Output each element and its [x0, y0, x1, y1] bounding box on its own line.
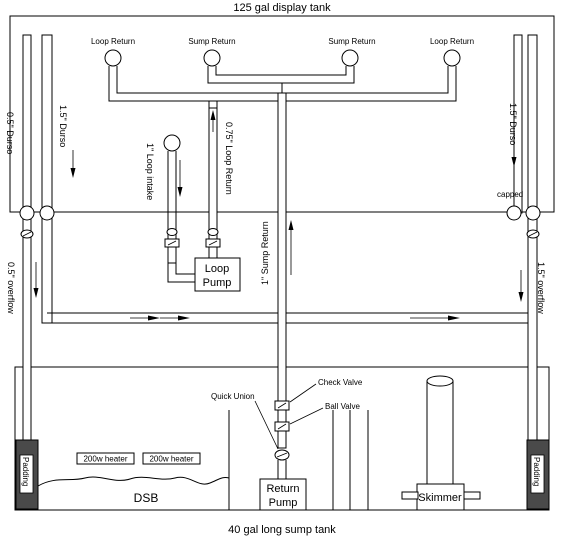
loop-return-label: Loop Return — [91, 37, 135, 46]
return-pump — [259, 478, 307, 511]
flow-arrow — [210, 110, 216, 120]
check-valve-leader — [289, 383, 317, 403]
loop-intake-label: 1" Loop intake — [145, 143, 155, 200]
return-nozzle — [443, 49, 461, 67]
overflow-15-label: 1.5" overflow — [536, 262, 546, 314]
loop-return-075-label: 0.75" Loop Return — [224, 122, 234, 195]
flow-arrow — [518, 292, 524, 302]
loop-pump-label: Pump — [203, 277, 232, 289]
heater-1 — [76, 452, 135, 465]
flow-arrow — [178, 315, 190, 321]
flow-arrow — [448, 315, 460, 321]
union-mark — [22, 231, 32, 237]
return-nozzle — [341, 49, 359, 67]
union-mark — [276, 452, 288, 458]
valve-mark — [208, 240, 218, 246]
padding-label-box — [19, 454, 34, 494]
return-nozzle — [203, 49, 221, 67]
check-valve-label: Check Valve — [318, 378, 363, 387]
flow-arrow — [511, 157, 517, 167]
sump-return-label: Sump Return — [188, 37, 235, 46]
valve-mark — [167, 240, 177, 246]
dsb-sand-line — [37, 476, 230, 487]
skimmer-top — [426, 375, 454, 387]
flow-arrow — [148, 315, 160, 321]
flow-arrow — [177, 187, 183, 197]
flow-arrow — [288, 220, 294, 230]
heater-2 — [142, 452, 201, 465]
bulkhead-fitting — [39, 205, 55, 221]
ball-valve-label: Ball Valve — [325, 402, 361, 411]
loop-intake-nozzle — [163, 134, 181, 152]
heater-2-label: 200w heater — [149, 455, 193, 464]
quick-union-leader — [254, 400, 279, 450]
overflow-05-label: 0.5" overflow — [6, 262, 16, 314]
skimmer-base-flange — [463, 491, 481, 500]
loop-pump-label: Loop — [205, 263, 229, 275]
padding-left-label: Padding — [21, 457, 30, 486]
skimmer-base-flange — [401, 491, 419, 500]
skimmer-label: Skimmer — [418, 492, 462, 504]
loop-pump-inlet — [167, 263, 195, 283]
display-tank-title: 125 gal display tank — [233, 2, 331, 14]
heater-1-label: 200w heater — [83, 455, 127, 464]
sump-return-label: Sump Return — [328, 37, 375, 46]
valve-mark — [277, 423, 287, 430]
sump-return-manifold — [207, 66, 355, 93]
union-mark — [528, 231, 538, 237]
return-nozzle — [104, 49, 122, 67]
capped-label: capped — [497, 190, 523, 199]
valve-mark — [277, 402, 287, 409]
return-pump-outlet — [277, 460, 287, 479]
skimmer-body — [426, 381, 454, 485]
durso-15-right-label: 1.5" Durso — [508, 103, 518, 145]
padding-right-label: Padding — [532, 457, 541, 486]
bulkhead-fitting — [525, 205, 541, 221]
dsb-label: DSB — [134, 491, 159, 505]
durso-15-pipe — [41, 34, 53, 324]
loop-pump — [194, 257, 241, 292]
durso-15-label: 1.5" Durso — [58, 105, 68, 147]
return-pump-label: Pump — [269, 497, 298, 509]
capped-bulkhead — [506, 205, 522, 221]
padding-label-box — [530, 454, 545, 494]
union-fitting — [166, 228, 178, 236]
quick-union-label: Quick Union — [211, 392, 255, 401]
sump-tank — [14, 366, 550, 511]
loop-intake-pipe — [167, 151, 177, 264]
flow-arrow — [33, 288, 39, 298]
ball-valve-leader — [289, 407, 324, 425]
return-pump-label: Return — [266, 483, 299, 495]
overflow-horizontal-pipe — [47, 312, 528, 324]
bulkhead-fitting — [19, 205, 35, 221]
flow-arrow — [70, 168, 76, 178]
sump-return-1-label: 1" Sump Return — [260, 221, 270, 285]
durso-05-label: 0.5" Durso — [5, 112, 15, 154]
sump-return-pipe — [277, 92, 287, 449]
loop-return-label: Loop Return — [430, 37, 474, 46]
union-fitting — [207, 228, 219, 236]
sump-tank-title: 40 gal long sump tank — [228, 524, 336, 536]
